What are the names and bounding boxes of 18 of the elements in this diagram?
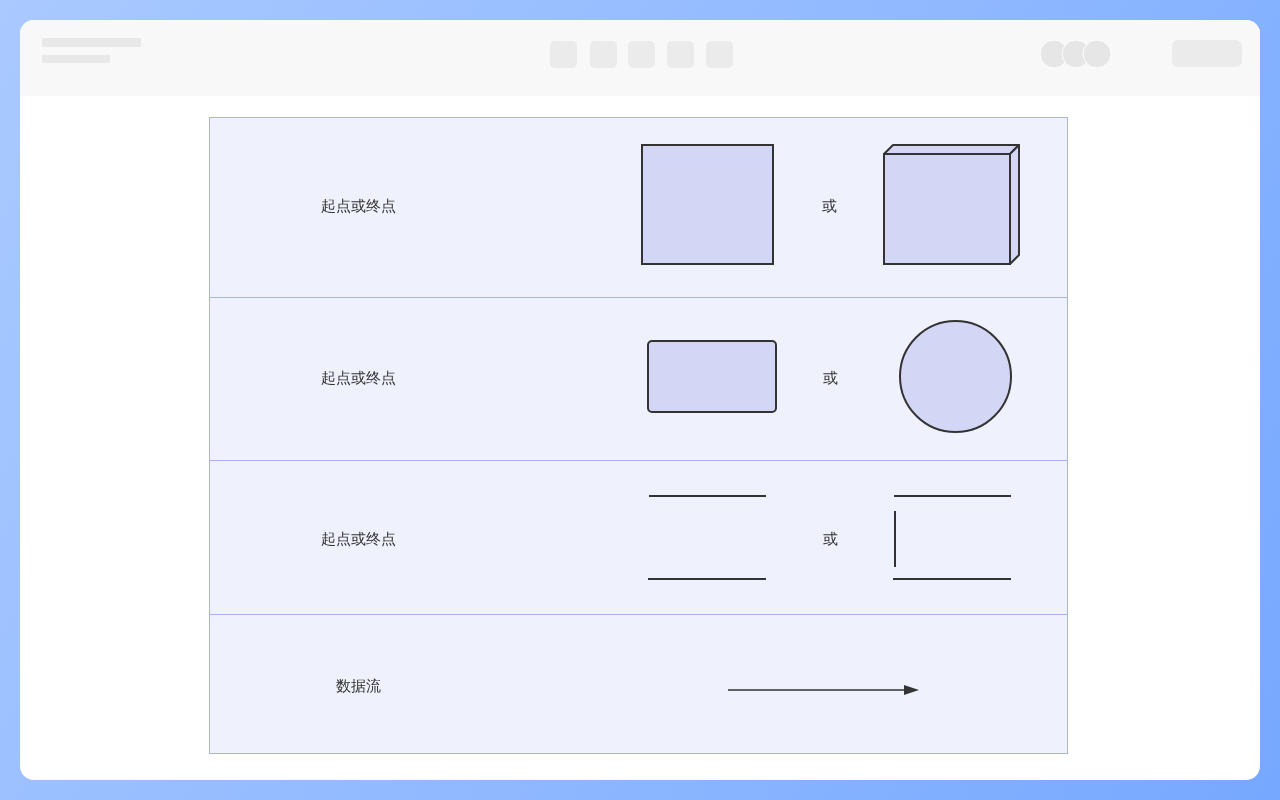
row-label: 起点或终点 <box>320 530 396 548</box>
row-label: 起点或终点 <box>320 197 396 215</box>
or-label: 或 <box>821 197 837 215</box>
or-label: 或 <box>822 369 838 387</box>
table-row <box>209 117 1068 298</box>
cube-symbol <box>883 144 1020 265</box>
table-row <box>209 297 1068 461</box>
or-label: 或 <box>822 530 838 548</box>
row-label: 起点或终点 <box>320 369 396 387</box>
open-rectangle-symbol <box>893 495 1012 580</box>
circle-symbol <box>899 320 1012 433</box>
parallel-lines-symbol <box>648 495 767 580</box>
rounded-rectangle-symbol <box>647 340 777 413</box>
rectangle-symbol <box>641 144 774 265</box>
row-label: 数据流 <box>335 677 381 695</box>
arrow-symbol <box>728 684 919 696</box>
table-row <box>209 460 1068 615</box>
table-row <box>209 614 1068 754</box>
